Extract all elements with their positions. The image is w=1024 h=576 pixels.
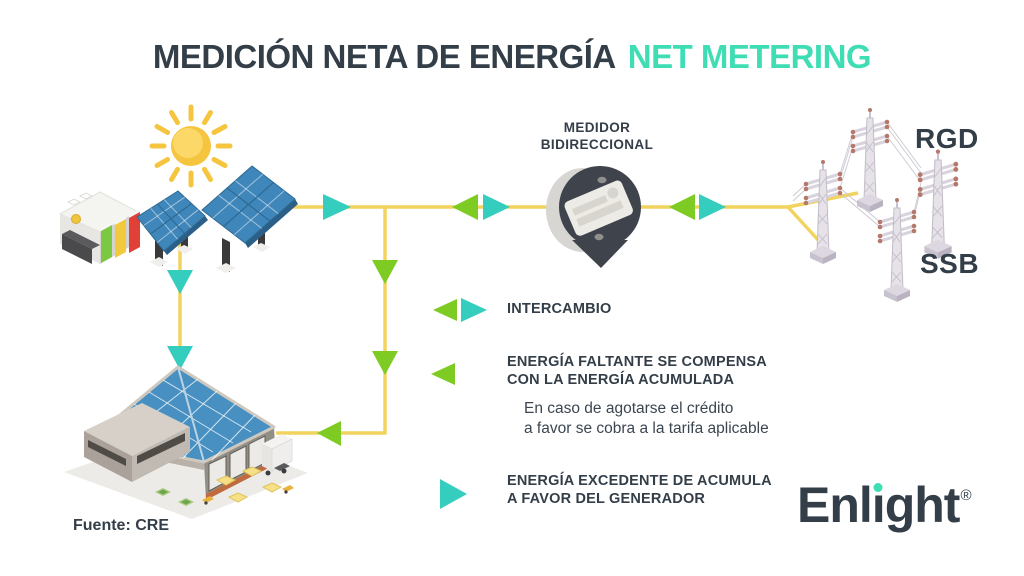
arrow-right-icon [323, 194, 351, 220]
legend-item-energia-faltante: ENERGÍA FALTANTE SE COMPENSA CON LA ENER… [507, 354, 767, 388]
arrow-down-icon [167, 346, 193, 370]
legend-item-energia-excedente: ENERGÍA EXCEDENTE DE ACUMULA A FAVOR DEL… [507, 473, 772, 507]
registered-mark: ® [960, 487, 971, 505]
arrow-down-icon [372, 260, 398, 284]
forklift-illustration [202, 485, 294, 505]
grid-label-rgd: RGD [915, 123, 979, 154]
transmission-tower [876, 196, 918, 304]
arrow-left-icon [452, 194, 478, 220]
sun-icon [149, 104, 233, 188]
grid-label-ssb: SSB [920, 248, 980, 279]
legend-item-intercambio: INTERCAMBIO [507, 301, 612, 317]
pallets-illustration [215, 466, 283, 503]
building-illustration [64, 365, 308, 519]
flow-arrows [167, 194, 726, 446]
solar-panel-illustration [201, 165, 298, 273]
source-credit: Fuente: CRE [73, 517, 169, 534]
meter-illustration [546, 166, 641, 268]
arrow-right-icon [699, 194, 726, 220]
bushes-illustration [155, 488, 194, 506]
title-accent: NET METERING [627, 38, 872, 75]
truck-illustration [262, 434, 293, 476]
solar-panel-illustration [136, 190, 208, 267]
meter-label: MEDIDOR BIDIRECCIONAL [540, 120, 654, 152]
legend-arrows [431, 298, 487, 509]
arrow-right-icon [483, 194, 510, 220]
generator-illustration [58, 191, 140, 264]
arrow-down-icon [372, 351, 398, 375]
arrow-right-icon [461, 298, 487, 322]
arrow-left-icon [317, 421, 341, 446]
title-main: MEDICIÓN NETA DE ENERGÍA [152, 38, 616, 75]
arrow-left-icon [669, 194, 695, 220]
arrow-right-icon [440, 479, 467, 509]
transmission-tower [849, 106, 891, 214]
page-title: MEDICIÓN NETA DE ENERGÍA NET METERING [0, 38, 1024, 76]
power-grid-illustration [792, 106, 960, 304]
transmission-tower [802, 158, 844, 266]
arrow-left-icon [431, 363, 455, 385]
legend-note: En caso de agotarse el crédito a favor s… [524, 400, 769, 437]
transmission-tower [916, 147, 960, 261]
arrow-left-icon [433, 299, 457, 321]
power-wires [792, 121, 922, 228]
arrow-down-icon [167, 270, 193, 294]
